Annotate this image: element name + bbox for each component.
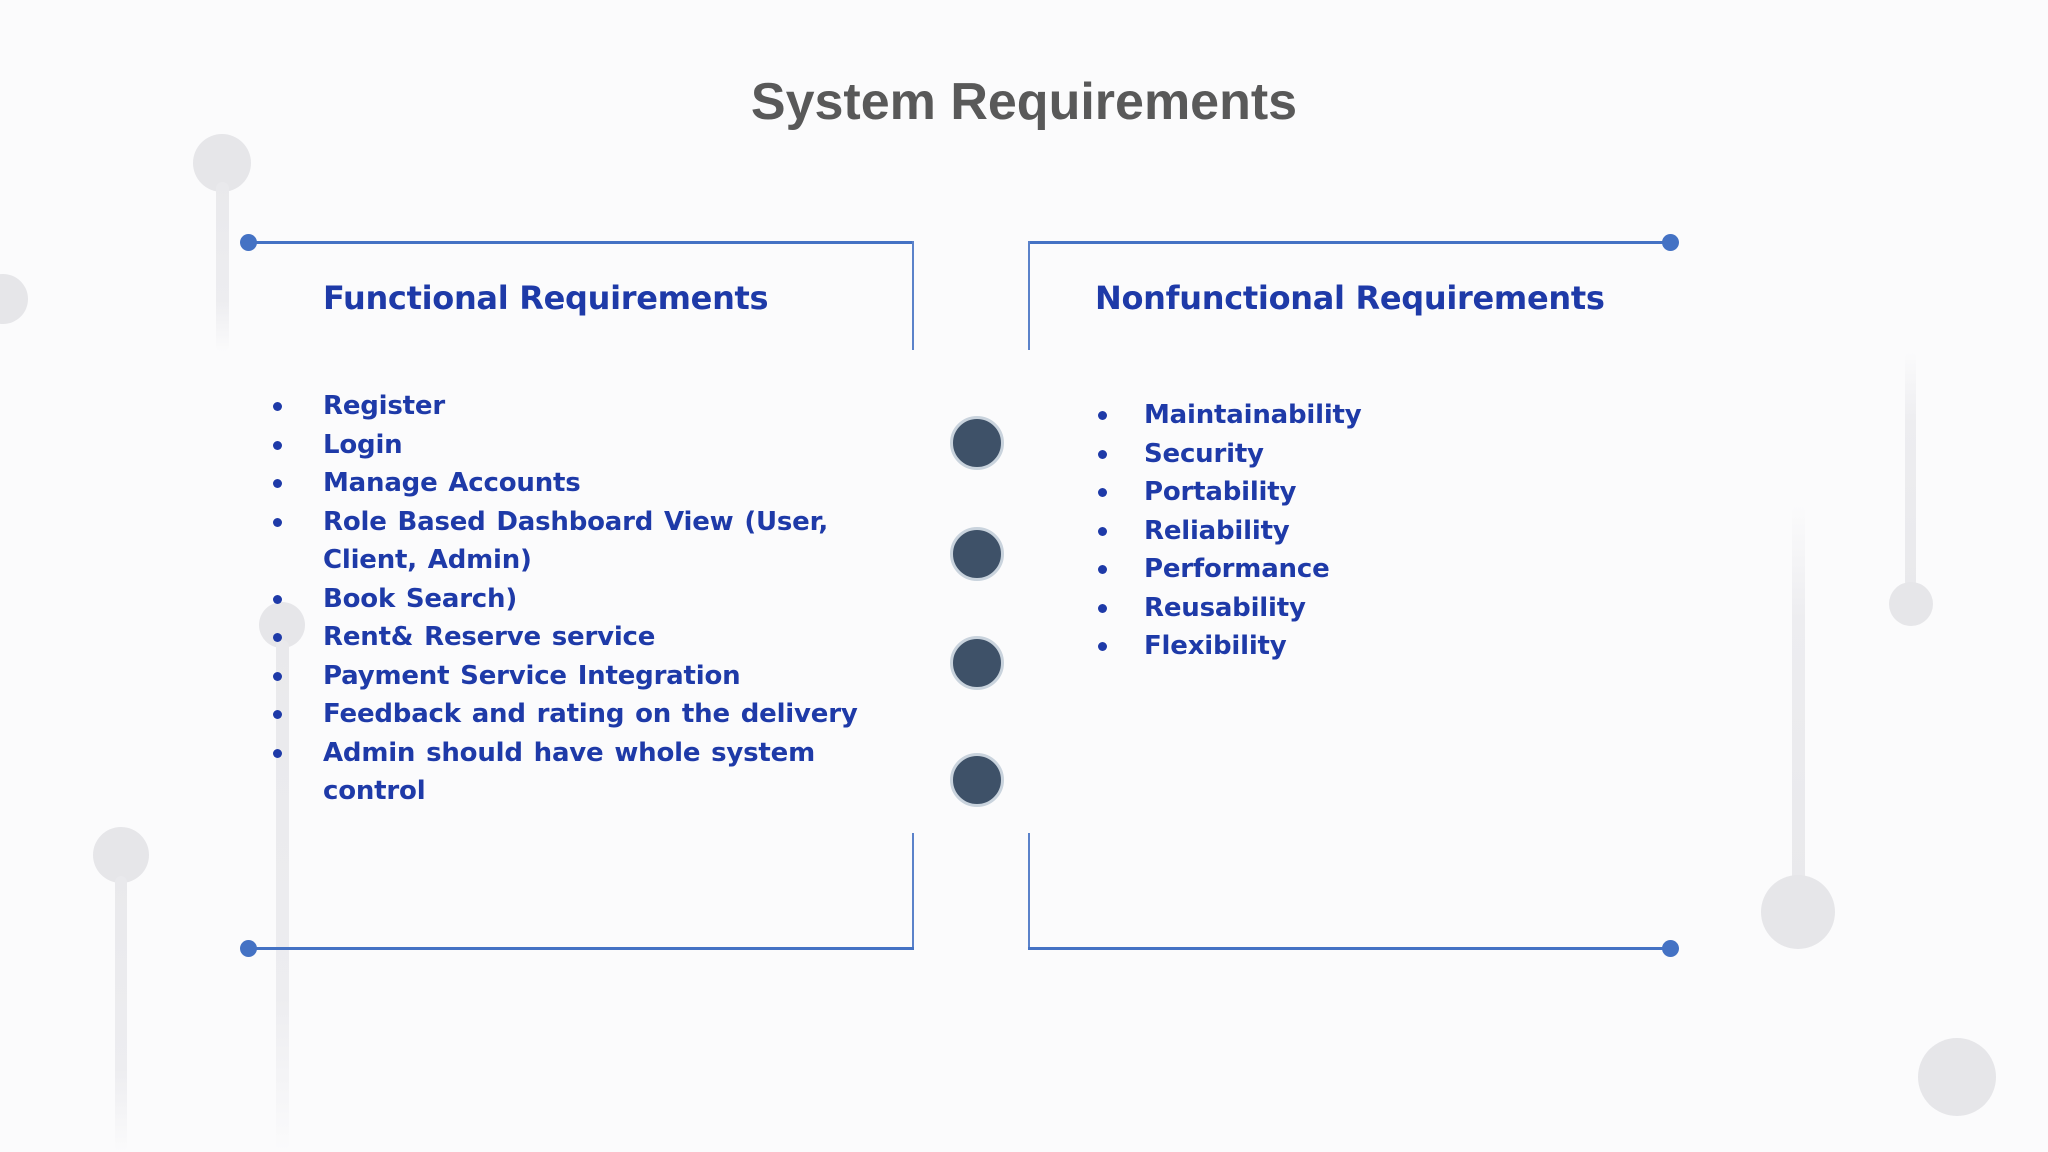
pin-circle-bottom-left <box>93 827 149 883</box>
list-item-label: Payment Service Integration <box>323 660 741 691</box>
nonfunctional-requirements-panel: Nonfunctional Requirements Maintainabili… <box>1028 234 1679 957</box>
list-item-label: Portability <box>1144 477 1297 507</box>
corner-dot-bottom-left <box>240 940 257 957</box>
panel-border-bottom <box>1028 947 1670 950</box>
list-item: Register <box>273 387 889 426</box>
bullet-icon <box>273 748 282 758</box>
list-item-label: Flexibility <box>1144 631 1287 661</box>
list-item: Payment Service Integration <box>273 657 889 696</box>
bullet-icon <box>273 633 282 642</box>
list-item: Manage Accounts <box>273 464 889 503</box>
bullet-icon <box>1098 565 1107 574</box>
functional-list: Register Login Manage Accounts Role Base… <box>273 387 889 811</box>
list-item: Security <box>1098 435 1618 474</box>
panel-border-inner-lower <box>912 833 914 950</box>
list-item: Flexibility <box>1098 627 1618 666</box>
connector-circle-1 <box>950 416 1004 470</box>
panel-border-inner-upper <box>912 241 914 350</box>
corner-dot-top-right <box>1662 234 1679 251</box>
connector-circle-4 <box>950 753 1004 807</box>
circle-bottom-right <box>1918 1038 1996 1116</box>
list-item-label: Maintainability <box>1144 400 1362 430</box>
list-item-label: Login <box>323 429 403 460</box>
pin-stem-mid-left <box>276 640 289 1152</box>
list-item: Reusability <box>1098 589 1618 628</box>
list-item: Role Based Dashboard View (User, Client,… <box>273 503 889 580</box>
nonfunctional-list: Maintainability Security Portability Rel… <box>1098 396 1618 666</box>
list-item-label: Book Search) <box>323 583 518 614</box>
bullet-icon <box>273 671 282 681</box>
list-item-label: Register <box>323 391 445 421</box>
list-item: Admin should have whole system control <box>273 734 889 811</box>
list-item: Portability <box>1098 473 1618 512</box>
list-item-label: Admin should have whole system control <box>323 737 815 807</box>
connector-circle-3 <box>950 636 1004 690</box>
bullet-icon <box>273 440 282 450</box>
pin-stem-right-lower <box>1792 505 1805 883</box>
slide-title: System Requirements <box>750 73 1298 131</box>
nonfunctional-heading: Nonfunctional Requirements <box>1095 279 1605 317</box>
bullet-icon <box>1098 449 1107 459</box>
list-item-label: Reusability <box>1144 592 1306 623</box>
pin-circle-right-lower <box>1761 875 1835 949</box>
bullet-icon <box>273 517 282 527</box>
panel-border-top <box>1028 241 1670 244</box>
connector-circle-2 <box>950 527 1004 581</box>
bullet-icon <box>273 710 282 719</box>
list-item: Feedback and rating on the delivery <box>273 695 889 734</box>
panel-border-bottom <box>249 947 914 950</box>
list-item-label: Rent& Reserve service <box>323 622 656 652</box>
edge-circle-left <box>0 274 28 324</box>
list-item: Rent& Reserve service <box>273 618 889 657</box>
bullet-icon <box>273 402 282 411</box>
list-item: Maintainability <box>1098 396 1618 435</box>
corner-dot-bottom-right <box>1662 940 1679 957</box>
list-item-label: Reliability <box>1144 515 1290 546</box>
bullet-icon <box>1098 642 1107 651</box>
list-item: Login <box>273 426 889 465</box>
panel-border-inner-lower <box>1028 833 1030 950</box>
pin-stem-bottom-left <box>115 876 127 1152</box>
list-item: Reliability <box>1098 512 1618 551</box>
functional-requirements-panel: Functional Requirements Register Login M… <box>240 234 914 957</box>
bullet-icon <box>273 594 282 604</box>
list-item-label: Feedback and rating on the delivery <box>323 699 858 729</box>
panel-border-top <box>249 241 914 244</box>
panel-border-inner-upper <box>1028 241 1030 350</box>
list-item-label: Security <box>1144 438 1264 469</box>
bullet-icon <box>1098 603 1107 613</box>
corner-dot-top-left <box>240 234 257 251</box>
pin-circle-right-upper <box>1889 582 1933 626</box>
pin-stem-right-upper <box>1905 352 1916 587</box>
list-item-label: Role Based Dashboard View (User, Client,… <box>323 506 829 576</box>
list-item-label: Performance <box>1144 554 1330 584</box>
bullet-icon <box>1098 488 1107 497</box>
bullet-icon <box>1098 526 1107 536</box>
list-item: Book Search) <box>273 580 889 619</box>
list-item: Performance <box>1098 550 1618 589</box>
bullet-icon <box>273 479 282 488</box>
pin-stem-top-left <box>216 182 229 352</box>
functional-heading: Functional Requirements <box>323 279 769 317</box>
list-item-label: Manage Accounts <box>323 468 581 498</box>
bullet-icon <box>1098 411 1107 420</box>
